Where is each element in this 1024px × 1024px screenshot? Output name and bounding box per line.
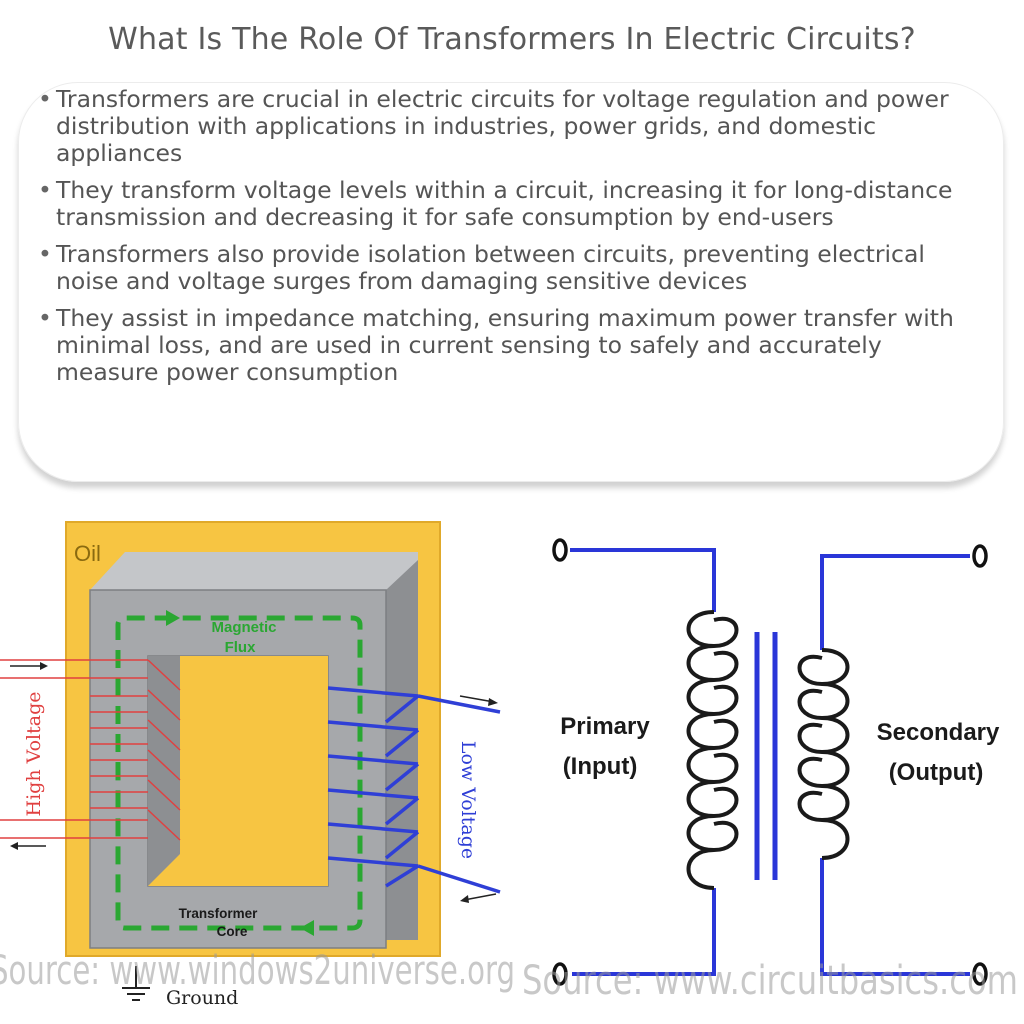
secondary-arrow-out bbox=[459, 695, 495, 703]
flux-label-line2: Flux bbox=[225, 639, 256, 656]
bullet-item: Transformers are crucial in electric cir… bbox=[30, 86, 980, 167]
transformer-figure: Oil Magnetic Flux bbox=[0, 521, 1018, 1009]
core-label-line2: Core bbox=[217, 924, 248, 939]
physical-transformer-diagram: Oil Magnetic Flux bbox=[0, 521, 501, 1009]
left-watermark: Source: www.windows2universe.org bbox=[0, 948, 515, 994]
oil-label: Oil bbox=[74, 541, 101, 566]
low-voltage-label: Low Voltage bbox=[457, 741, 479, 859]
ground-icon bbox=[122, 966, 150, 1001]
secondary-winding bbox=[327, 686, 501, 894]
page-title: What Is The Role Of Transformers In Elec… bbox=[108, 22, 916, 57]
flux-arrow-top bbox=[166, 610, 180, 626]
bullet-item: Transformers also provide isolation betw… bbox=[30, 241, 980, 295]
core-side-face bbox=[386, 560, 418, 940]
secondary-coil-icon bbox=[797, 648, 850, 860]
schematic-transformer-diagram: Primary (Input) Secondary (Output) bbox=[552, 538, 1000, 986]
window-inner-shade bbox=[148, 656, 180, 886]
bullet-item: They assist in impedance matching, ensur… bbox=[30, 305, 980, 386]
core-label-line1: Transformer bbox=[179, 906, 259, 921]
flux-label-line1: Magnetic bbox=[211, 619, 276, 636]
primary-label: Primary bbox=[560, 713, 650, 740]
input-label: (Input) bbox=[563, 753, 638, 780]
core-top-face bbox=[90, 552, 418, 590]
secondary-label: Secondary bbox=[877, 719, 1000, 746]
output-label: (Output) bbox=[889, 759, 984, 786]
schematic-wires bbox=[570, 548, 970, 976]
ground-label: Ground bbox=[166, 987, 238, 1009]
flux-arrow-bottom bbox=[300, 920, 314, 936]
terminal-icons bbox=[552, 538, 988, 986]
secondary-arrow-in bbox=[463, 893, 497, 901]
right-watermark: Source: www.circuitbasics.com bbox=[522, 958, 1018, 1004]
primary-winding bbox=[0, 659, 181, 841]
high-voltage-label: High Voltage bbox=[23, 692, 45, 817]
bullet-list: Transformers are crucial in electric cir… bbox=[30, 86, 980, 396]
bullet-item: They transform voltage levels within a c… bbox=[30, 177, 980, 231]
primary-coil-icon bbox=[686, 610, 739, 890]
